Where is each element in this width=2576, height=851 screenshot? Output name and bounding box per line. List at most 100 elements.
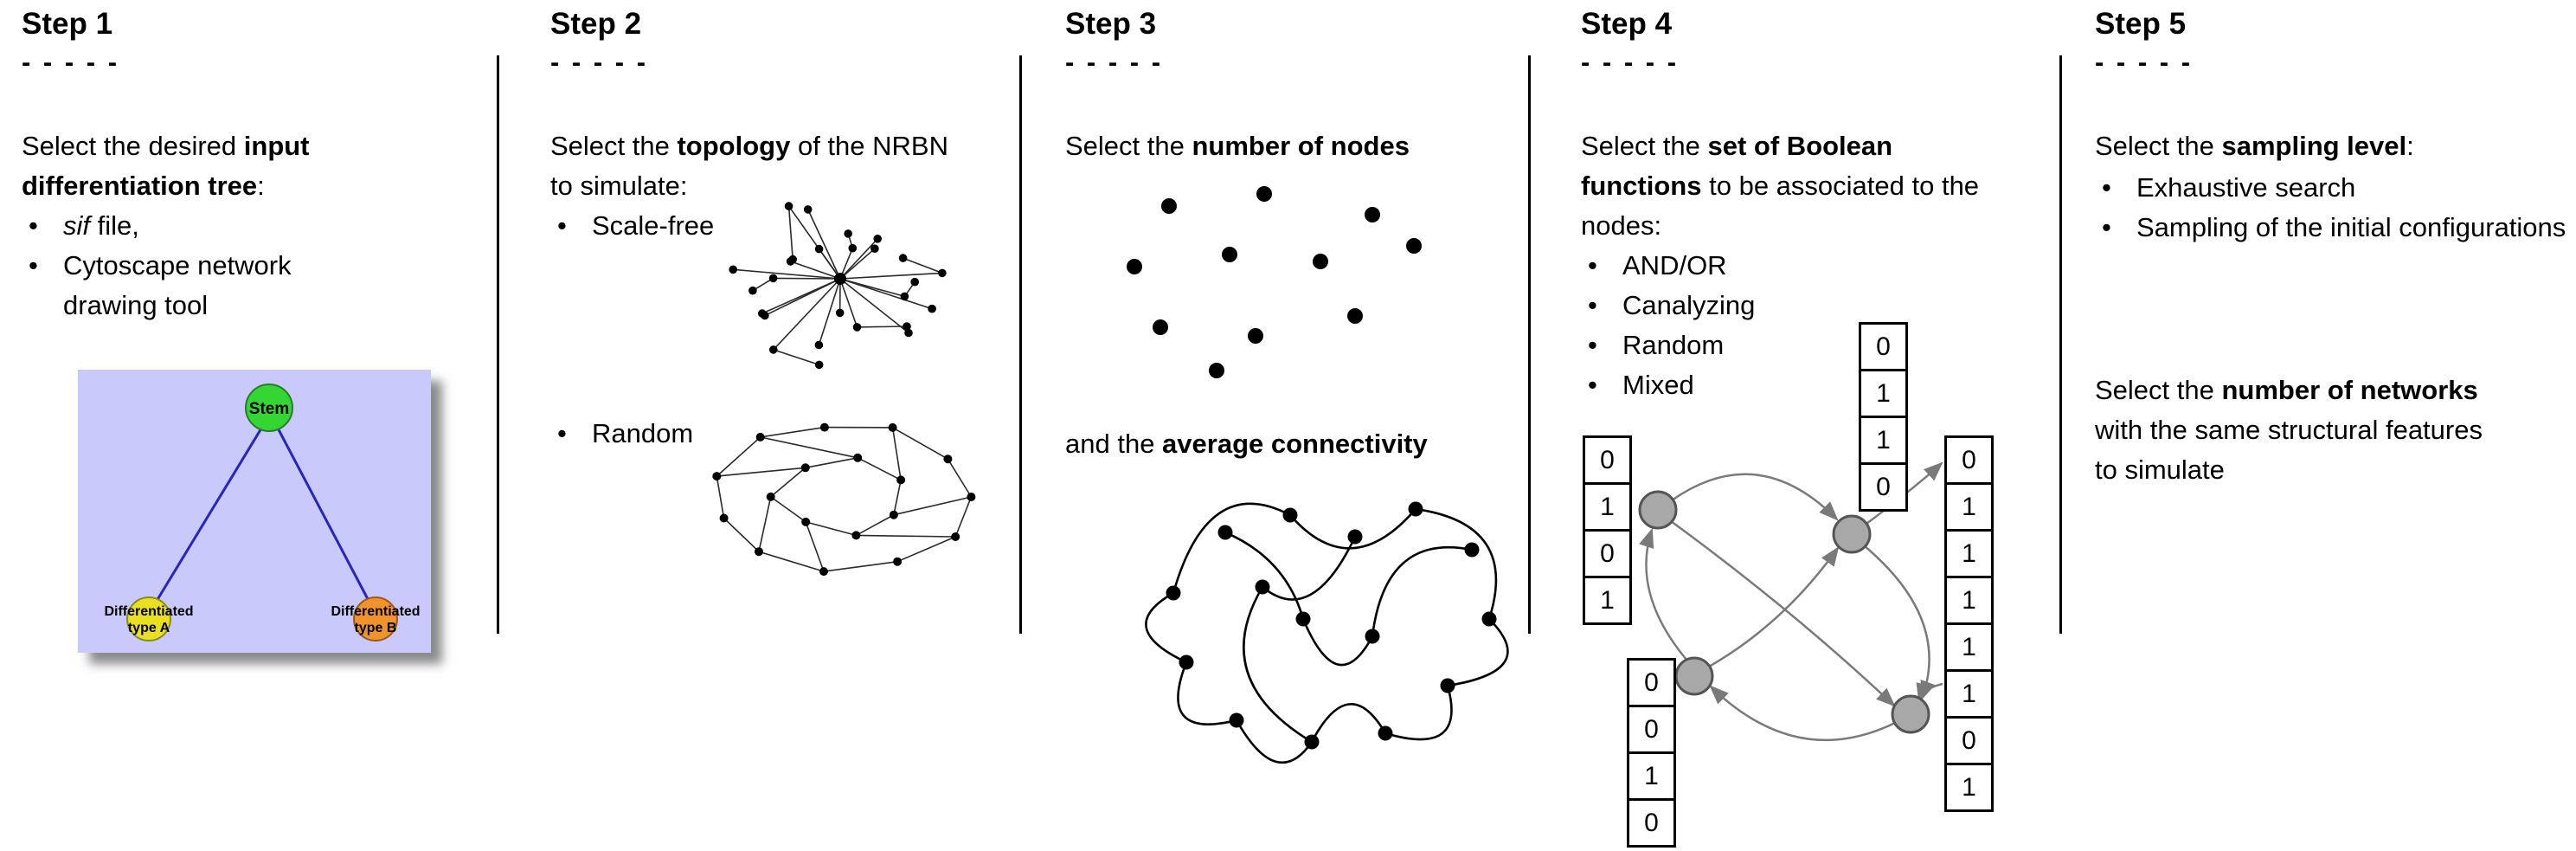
- truth-table-cell: 0: [1627, 658, 1676, 707]
- bullet-item: Mixed: [1581, 365, 1849, 405]
- differentiation-tree-svg: Stem Differentiated type A Differentiate…: [78, 370, 431, 653]
- step-2-column: Step 2 - - - - - Select the topology of …: [550, 0, 1000, 851]
- step5-intro-bold: sampling level: [2221, 131, 2407, 161]
- column-divider: [497, 55, 499, 634]
- truth-table-cell: 1: [1583, 482, 1632, 532]
- dashes-separator: - - - - -: [22, 47, 120, 77]
- scale-free-label: Scale-free: [592, 210, 715, 241]
- differentiation-tree-image: Stem Differentiated type A Differentiate…: [78, 370, 431, 653]
- step-4-column: Step 4 - - - - - Select the set of Boole…: [1581, 0, 2055, 851]
- dashes-separator: - - - - -: [550, 47, 649, 77]
- step1-title: Step 1: [22, 7, 113, 41]
- step3-intro-pre: Select the: [1065, 131, 1192, 161]
- step-3-column: Step 3 - - - - - Select the number of no…: [1065, 0, 1511, 851]
- tree-edge-b: [272, 419, 377, 615]
- sif-file-label: sif: [63, 210, 90, 241]
- boolean-node: [1674, 656, 1714, 696]
- step2-title: Step 2: [550, 7, 642, 41]
- truth-table-cell: 0: [1627, 798, 1676, 848]
- bullet-item: sif file,: [22, 206, 459, 246]
- step5-intro: Select the sampling level:: [2095, 126, 2571, 166]
- step-1-column: Step 1 - - - - - Select the desired inpu…: [22, 0, 459, 851]
- step3-second-pre: and the: [1065, 429, 1163, 459]
- bullet-item: AND/OR: [1581, 246, 1849, 286]
- step3-intro-bold: number of nodes: [1192, 131, 1410, 161]
- step2-intro: Select the topology of the NRBN to simul…: [550, 126, 966, 206]
- step4-bullet-list: AND/OR Canalyzing Random Mixed: [1581, 246, 1849, 405]
- step5-second-pre: Select the: [2095, 375, 2222, 405]
- bullet-item: Sampling of the initial configurations: [2095, 208, 2571, 248]
- step2-intro-post: of the NRBN to simulate:: [550, 131, 948, 201]
- truth-table-cell: 1: [1859, 416, 1908, 465]
- truth-table-cell: 1: [1944, 529, 1994, 578]
- step5-second: Select the number of networks with the s…: [2095, 371, 2486, 490]
- truth-table-bottom-left: 0 0 1 0: [1627, 658, 1676, 848]
- column-divider: [1019, 55, 1022, 634]
- canalyzing-label: Canalyzing: [1622, 290, 1756, 320]
- type-b-node: [353, 596, 398, 641]
- step5-bullet-list: Exhaustive search Sampling of the initia…: [2095, 168, 2571, 248]
- truth-table-cell: 0: [1944, 716, 1994, 765]
- truth-table-cell: 0: [1859, 462, 1908, 512]
- truth-table-cell: 1: [1627, 751, 1676, 801]
- step2-intro-pre: Select the: [550, 131, 678, 161]
- boolean-node: [1832, 514, 1872, 554]
- connectivity-network-image: [1145, 501, 1509, 764]
- stem-label: Stem: [249, 400, 289, 418]
- truth-table-cell: 1: [1944, 576, 1994, 625]
- and-or-label: AND/OR: [1622, 250, 1727, 280]
- dashes-separator: - - - - -: [1065, 47, 1164, 77]
- type-b-label-line1: Differentiated: [331, 604, 420, 619]
- bullet-item: Random: [550, 414, 693, 454]
- truth-table-cell: 0: [1627, 705, 1676, 754]
- truth-table-cell: 0: [1583, 529, 1632, 578]
- boolean-node: [1638, 490, 1678, 530]
- network-edge: [1639, 527, 1687, 661]
- type-a-label-line2: type A: [128, 621, 170, 635]
- truth-table-right: 0 1 1 1 1 1 0 1: [1944, 435, 1994, 812]
- truth-table-cell: 0: [1583, 435, 1632, 485]
- column-divider: [2059, 55, 2062, 634]
- truth-table-left: 0 1 0 1: [1583, 435, 1632, 625]
- step5-intro-post: :: [2406, 131, 2414, 161]
- step4-intro-bold: set of Boolean functions: [1581, 131, 1893, 201]
- network-edge: [1709, 685, 1896, 742]
- step1-intro-pre: Select the desired: [22, 131, 244, 161]
- truth-table-top: 0 1 1 0: [1859, 322, 1908, 512]
- nodes-dots-image: [1127, 186, 1422, 378]
- step1-intro: Select the desired input differentiation…: [22, 126, 459, 206]
- network-edge: [1863, 545, 1936, 701]
- truth-table-cell: 1: [1944, 669, 1994, 719]
- step-5-column: Step 5 - - - - - Select the sampling lev…: [2095, 0, 2571, 851]
- step1-intro-post: :: [257, 171, 265, 201]
- bullet-item: Random: [1581, 326, 1849, 365]
- sampling-configurations-label: Sampling of the initial configurations: [2136, 212, 2566, 242]
- step2-intro-bold: topology: [677, 131, 791, 161]
- truth-table-cell: 0: [1944, 435, 1994, 485]
- step3-second-bold: average connectivity: [1162, 429, 1428, 459]
- column-divider: [1528, 55, 1531, 634]
- mixed-label: Mixed: [1622, 370, 1694, 400]
- truth-table-cell: 1: [1859, 369, 1908, 418]
- step4-intro-post: to be associated to the nodes:: [1581, 171, 1980, 241]
- step1-intro-bold: input differentiation tree: [22, 131, 310, 201]
- scale-free-network-image: [729, 202, 947, 370]
- bullet-item: Exhaustive search: [2095, 168, 2571, 208]
- step4-intro: Select the set of Boolean functions to b…: [1581, 126, 2018, 246]
- random-functions-label: Random: [1622, 330, 1725, 360]
- type-a-node: [126, 596, 171, 641]
- type-a-label-line1: Differentiated: [104, 604, 193, 619]
- truth-table-cell: 1: [1944, 622, 1994, 672]
- step4-title: Step 4: [1581, 7, 1673, 41]
- step3-intro: Select the number of nodes: [1065, 126, 1511, 166]
- dashes-separator: - - - - -: [2095, 47, 2194, 77]
- bullet-item: Scale-free: [550, 206, 714, 246]
- step1-bullet-list: sif file, Cytoscape network drawing tool: [22, 206, 459, 326]
- step5-intro-pre: Select the: [2095, 131, 2222, 161]
- random-topology-label: Random: [592, 418, 694, 448]
- truth-table-cell: 1: [1944, 763, 1994, 812]
- network-edge: [1866, 461, 1943, 525]
- exhaustive-search-label: Exhaustive search: [2136, 172, 2356, 203]
- truth-table-cell: 1: [1583, 576, 1632, 625]
